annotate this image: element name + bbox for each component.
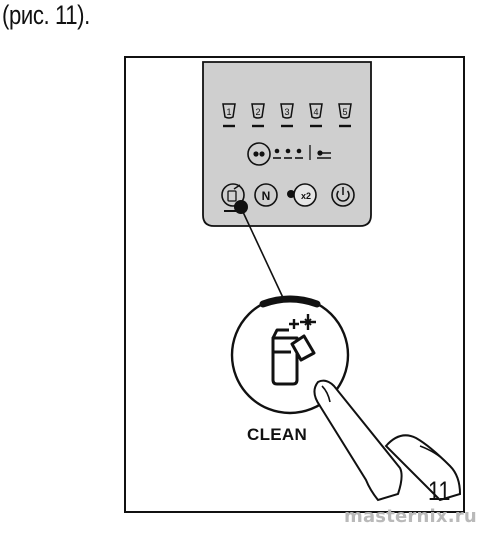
strength-row [247, 142, 331, 166]
power-button[interactable] [331, 183, 355, 207]
cup-size-4-indicator[interactable]: 4 [309, 103, 323, 128]
pressing-finger [313, 379, 462, 502]
menu-button-label: N [262, 189, 271, 203]
cup-icon [338, 103, 352, 119]
callout-clean-label: CLEAN [247, 425, 308, 444]
indicator-light [259, 295, 321, 308]
bean-icon [247, 142, 271, 166]
cup-number: 4 [313, 107, 318, 117]
cup-number: 2 [255, 107, 260, 117]
x2-button[interactable]: x2 [287, 183, 317, 207]
cup-icon [251, 103, 265, 119]
cup-icon [222, 103, 236, 119]
cup-number: 1 [226, 107, 231, 117]
cup-number: 3 [284, 107, 289, 117]
cup-size-1-indicator[interactable]: 1 [222, 103, 236, 128]
cup-size-3-indicator[interactable]: 3 [280, 103, 294, 128]
clean-button[interactable] [221, 183, 245, 207]
cup-size-indicators: 1 2 3 4 5 [222, 103, 352, 128]
cup-size-5-indicator[interactable]: 5 [338, 103, 352, 128]
illustration-frame [124, 56, 465, 513]
power-icon [336, 190, 350, 202]
cup-icon [280, 103, 294, 119]
watermark: masternix.ru [344, 506, 477, 527]
figure-reference-caption: (рис. 11). [2, 0, 90, 30]
cup-icon [309, 103, 323, 119]
menu-button[interactable]: N [254, 183, 278, 207]
clean-icon [271, 314, 316, 386]
callout-line [242, 211, 286, 303]
cup-number: 5 [342, 107, 347, 117]
figure-number: 11 [428, 476, 451, 506]
callout-pointer-dot [234, 200, 248, 214]
x2-button-label: x2 [301, 191, 311, 201]
cup-size-2-indicator[interactable]: 2 [251, 103, 265, 128]
control-panel: 1 2 3 4 5 N x2 [202, 61, 372, 227]
